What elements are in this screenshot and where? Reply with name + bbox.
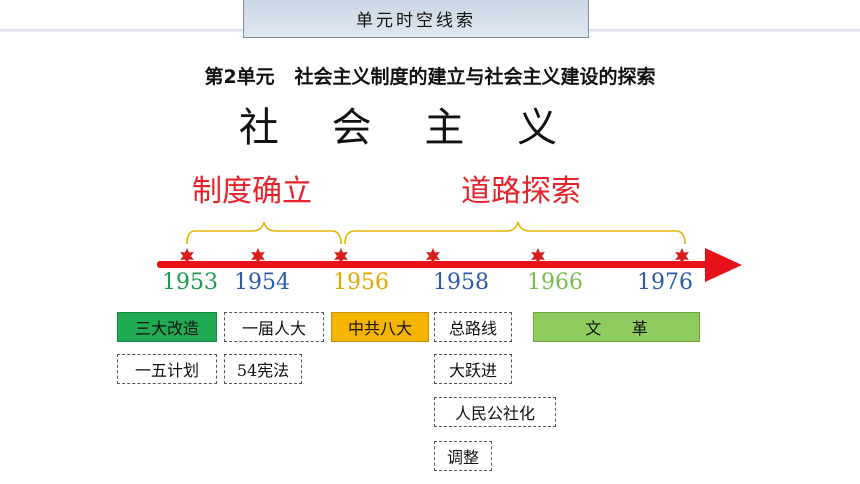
main-title: 社 会 主 义	[238, 105, 578, 151]
year-1966: 1966	[527, 270, 583, 295]
timeline-arrow-shaft	[157, 261, 717, 268]
year-1976: 1976	[637, 270, 693, 295]
section-banner: 单元时空线索	[243, 0, 589, 38]
year-star-icon	[675, 248, 689, 264]
event-first-npc: 一届人大	[224, 312, 324, 342]
timeline-arrow-head	[705, 248, 742, 282]
event-eighth-congress: 中共八大	[331, 312, 429, 342]
unit-title: 第2单元 社会主义制度的建立与社会主义建设的探索	[204, 66, 656, 88]
year-star-icon	[426, 248, 440, 264]
phase-label-establishment: 制度确立	[192, 174, 312, 209]
year-1958: 1958	[433, 270, 489, 295]
year-1956: 1956	[333, 270, 389, 295]
bracket-exploration	[344, 221, 686, 245]
event-general-line: 总路线	[434, 312, 512, 342]
event-three-transformations: 三大改造	[117, 312, 217, 342]
year-1953: 1953	[162, 270, 218, 295]
year-1954: 1954	[234, 270, 290, 295]
phase-label-exploration: 道路探索	[461, 174, 581, 209]
event-cultural-revolution: 文 革	[533, 312, 700, 342]
year-star-icon	[180, 248, 194, 264]
year-star-icon	[251, 248, 265, 264]
year-star-icon	[334, 248, 348, 264]
event-first-five-year-plan: 一五计划	[117, 354, 217, 384]
event-people-commune: 人民公社化	[434, 397, 556, 427]
event-great-leap-forward: 大跃进	[434, 354, 512, 384]
event-adjustment: 调整	[434, 441, 492, 471]
banner-title: 单元时空线索	[356, 11, 476, 31]
year-star-icon	[531, 248, 545, 264]
event-1954-constitution: 54宪法	[224, 354, 302, 384]
bracket-establishment	[186, 221, 342, 245]
